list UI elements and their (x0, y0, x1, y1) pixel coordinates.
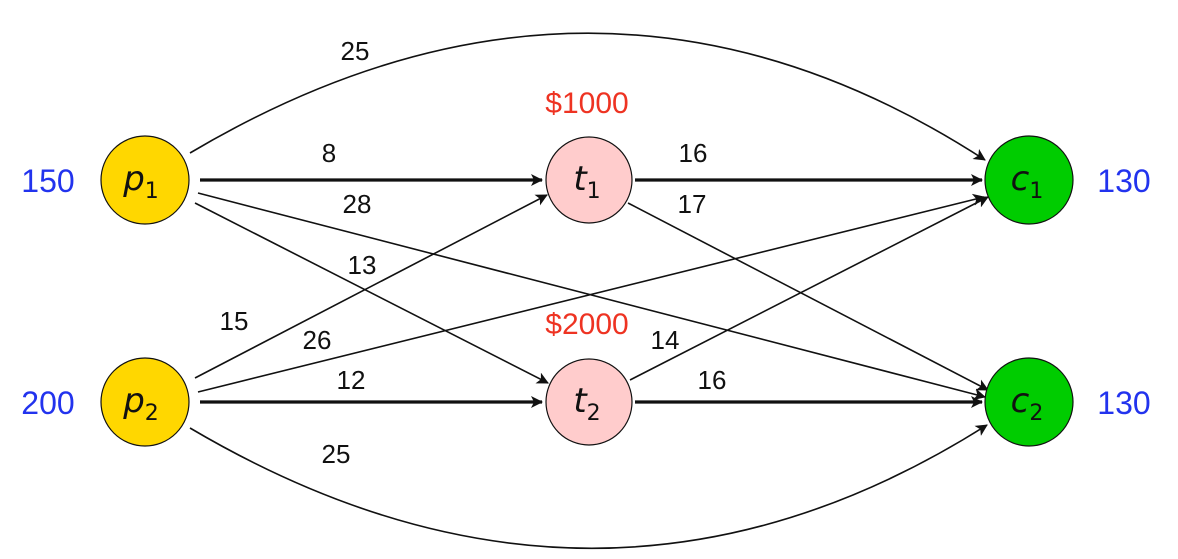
edge-t2-c1 (629, 196, 989, 381)
cost-label-p2-t1: 15 (220, 306, 249, 336)
node-t2: t2 (545, 358, 633, 446)
node-p1-circle (100, 135, 190, 225)
cost-label-t1-c1: 16 (679, 138, 708, 168)
supply-amount-p2: 200 (21, 385, 74, 421)
node-t2-circle (545, 358, 633, 446)
edge-p2-t1 (194, 194, 548, 379)
node-p2: p2 (100, 357, 190, 447)
cost-label-p2-c1: 26 (303, 325, 332, 355)
demand-amount-c1: 130 (1097, 163, 1150, 199)
node-p2-circle (100, 357, 190, 447)
node-t2-label: t2 (573, 381, 600, 426)
cost-label-p1-t2: 13 (348, 250, 377, 280)
cost-label-p1-c1: 25 (341, 36, 370, 66)
cost-label-t2-c1: 14 (651, 325, 680, 355)
node-c2: c2 (984, 357, 1074, 447)
cost-label-p1-t1: 8 (322, 138, 336, 168)
node-t1: t1 (545, 136, 633, 224)
cost-label-p2-c2: 25 (322, 439, 351, 469)
node-c1-circle (984, 135, 1074, 225)
fixed-cost-t2: $2000 (545, 308, 628, 341)
cost-label-p1-c2: 28 (343, 189, 372, 219)
node-c1-label: c1 (1011, 159, 1044, 204)
edge-t1-c2 (627, 202, 989, 391)
edge-p1-t2 (194, 202, 549, 384)
edge-p1-c1 (189, 32, 986, 161)
node-p2-label: p2 (122, 381, 159, 426)
cost-label-t1-c2: 17 (678, 189, 707, 219)
node-c2-label: c2 (1011, 381, 1044, 426)
fixed-cost-t1: $1000 (545, 87, 628, 120)
node-c2-circle (984, 357, 1074, 447)
edge-cost-labels: 25 8 28 13 16 17 15 26 12 25 14 16 (220, 36, 727, 469)
node-t1-label: t1 (573, 159, 600, 204)
edge-p2-c2 (189, 424, 988, 550)
node-t1-circle (545, 136, 633, 224)
edge-p2-c1 (197, 193, 985, 393)
supply-amount-p1: 150 (21, 163, 74, 199)
edges (189, 32, 989, 550)
node-c1: c1 (984, 135, 1074, 225)
cost-label-p2-t2: 12 (337, 365, 366, 395)
cost-label-t2-c2: 16 (698, 365, 727, 395)
node-p1: p1 (100, 135, 190, 225)
demand-amount-c2: 130 (1097, 385, 1150, 421)
node-p1-label: p1 (122, 159, 159, 204)
